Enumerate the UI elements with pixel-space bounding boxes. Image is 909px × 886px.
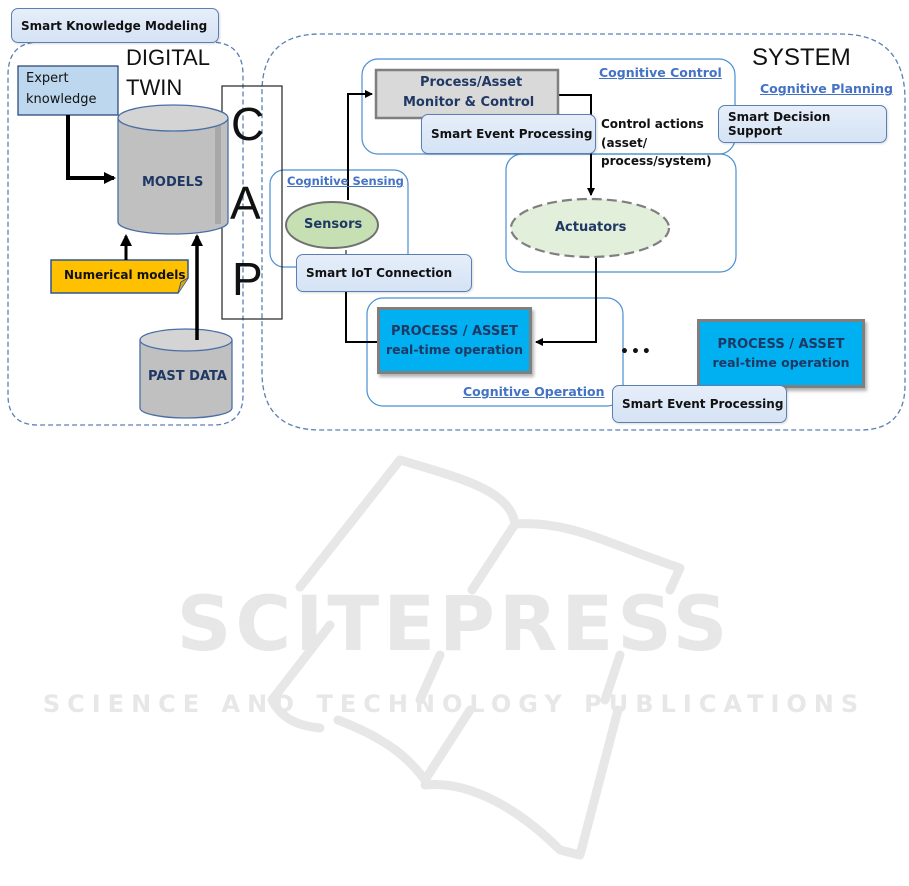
arrow-sensors-to-monitor <box>347 90 373 200</box>
expert-knowledge-box <box>17 65 119 116</box>
monitor-control-line2: Monitor & Control <box>403 95 535 110</box>
arrow-monitor-to-actuators <box>558 94 595 196</box>
watermark-logo-icon <box>267 455 685 860</box>
process-asset-box-1: PROCESS / ASSET real-time operation <box>377 307 532 374</box>
cap-letter-c: C <box>231 98 265 150</box>
cognitive-operation-link[interactable]: Cognitive Operation <box>463 384 605 399</box>
monitor-control-line1: Process/Asset <box>420 75 523 90</box>
watermark-brand: SCITEPRESS <box>177 579 732 668</box>
process-asset-1-line2: real-time operation <box>385 342 524 357</box>
cognitive-planning-link[interactable]: Cognitive Planning <box>760 81 893 96</box>
actuators-label: Actuators <box>555 220 627 235</box>
monitor-control-box <box>374 68 560 120</box>
digital-twin-container <box>7 41 244 426</box>
arrow-expert-to-models <box>66 115 116 184</box>
control-actions-line2: (asset/ <box>601 136 648 150</box>
sensors-ellipse <box>285 201 379 249</box>
cognitive-sensing-link[interactable]: Cognitive Sensing <box>287 174 404 188</box>
smart-event-processing-bottom: Smart Event Processing <box>612 385 787 423</box>
smart-iot-connection: Smart IoT Connection <box>296 254 472 292</box>
smart-decision-support: Smart Decision Support <box>718 105 887 143</box>
sensors-label: Sensors <box>304 217 363 232</box>
actuators-region <box>505 153 737 273</box>
actuators-ellipse <box>509 197 671 259</box>
arrow-actuators-to-process <box>535 258 597 346</box>
process-asset-2-line1: PROCESS / ASSET <box>717 337 845 352</box>
cognitive-operation-region <box>366 297 624 407</box>
numerical-models-label: Numerical models <box>64 268 186 282</box>
smart-event-processing-top: Smart Event Processing <box>421 114 596 154</box>
watermark-tagline: SCIENCE AND TECHNOLOGY PUBLICATIONS <box>43 690 865 718</box>
control-actions-line1: Control actions <box>601 117 704 131</box>
cap-letter-a: A <box>230 177 261 229</box>
models-label: MODELS <box>142 175 204 190</box>
expert-knowledge-line2: knowledge <box>26 92 97 107</box>
cap-letter-p: P <box>232 253 263 305</box>
numerical-models-note-icon <box>50 259 189 294</box>
process-asset-2-line2: real-time operation <box>712 355 850 370</box>
past-data-cylinder-icon <box>139 328 233 419</box>
line-process-to-sensors <box>345 290 378 343</box>
ellipsis-more-processes: ••• <box>620 344 653 360</box>
system-title: SYSTEM <box>752 44 851 71</box>
control-actions-line3: process/system) <box>601 154 712 168</box>
cognitive-control-link[interactable]: Cognitive Control <box>599 65 722 80</box>
models-cylinder-icon <box>117 104 229 235</box>
system-container <box>261 33 906 431</box>
process-asset-1-line1: PROCESS / ASSET <box>391 324 518 339</box>
digital-twin-title-line1: DIGITAL <box>126 45 210 70</box>
expert-knowledge-line1: Expert <box>26 71 69 86</box>
smart-knowledge-modeling-label: Smart Knowledge Modeling <box>11 8 219 43</box>
past-data-label: PAST DATA <box>148 369 227 384</box>
process-asset-box-2: PROCESS / ASSET real-time operation <box>697 319 865 388</box>
digital-twin-title-line2: TWIN <box>126 75 183 100</box>
